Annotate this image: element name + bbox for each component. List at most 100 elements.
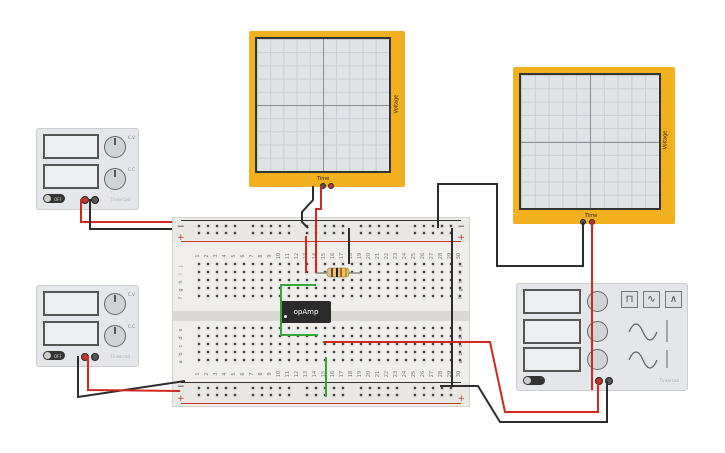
breadboard-hole[interactable] bbox=[368, 358, 372, 362]
breadboard-hole[interactable] bbox=[440, 334, 444, 338]
breadboard-hole[interactable] bbox=[386, 393, 390, 397]
negative-terminal[interactable] bbox=[91, 196, 99, 204]
breadboard-hole[interactable] bbox=[404, 294, 408, 298]
breadboard-hole[interactable] bbox=[305, 350, 309, 354]
breadboard-hole[interactable] bbox=[233, 262, 237, 266]
breadboard-hole[interactable] bbox=[233, 231, 237, 235]
breadboard-hole[interactable] bbox=[431, 350, 435, 354]
breadboard-hole[interactable] bbox=[449, 224, 453, 228]
breadboard-hole[interactable] bbox=[197, 231, 201, 235]
breadboard-hole[interactable] bbox=[278, 350, 282, 354]
breadboard-hole[interactable] bbox=[359, 270, 363, 274]
breadboard-hole[interactable] bbox=[215, 224, 219, 228]
breadboard-hole[interactable] bbox=[377, 342, 381, 346]
breadboard-hole[interactable] bbox=[422, 231, 426, 235]
breadboard-hole[interactable] bbox=[368, 350, 372, 354]
breadboard-hole[interactable] bbox=[341, 358, 345, 362]
breadboard-hole[interactable] bbox=[233, 286, 237, 290]
breadboard-hole[interactable] bbox=[422, 262, 426, 266]
breadboard-hole[interactable] bbox=[215, 358, 219, 362]
breadboard-hole[interactable] bbox=[233, 278, 237, 282]
breadboard-hole[interactable] bbox=[206, 294, 210, 298]
breadboard-hole[interactable] bbox=[296, 326, 300, 330]
breadboard-hole[interactable] bbox=[440, 294, 444, 298]
breadboard-hole[interactable] bbox=[377, 231, 381, 235]
breadboard-hole[interactable] bbox=[350, 334, 354, 338]
breadboard-hole[interactable] bbox=[278, 270, 282, 274]
breadboard-hole[interactable] bbox=[305, 342, 309, 346]
breadboard-hole[interactable] bbox=[278, 278, 282, 282]
breadboard-hole[interactable] bbox=[341, 342, 345, 346]
breadboard-hole[interactable] bbox=[359, 224, 363, 228]
breadboard-hole[interactable] bbox=[215, 231, 219, 235]
breadboard-hole[interactable] bbox=[260, 270, 264, 274]
breadboard-hole[interactable] bbox=[368, 326, 372, 330]
breadboard-hole[interactable] bbox=[458, 270, 462, 274]
breadboard-hole[interactable] bbox=[368, 224, 372, 228]
breadboard-hole[interactable] bbox=[278, 358, 282, 362]
breadboard-hole[interactable] bbox=[431, 270, 435, 274]
breadboard-hole[interactable] bbox=[305, 231, 309, 235]
breadboard-hole[interactable] bbox=[287, 350, 291, 354]
breadboard-hole[interactable] bbox=[323, 342, 327, 346]
breadboard-hole[interactable] bbox=[314, 294, 318, 298]
breadboard-hole[interactable] bbox=[404, 342, 408, 346]
breadboard-hole[interactable] bbox=[287, 278, 291, 282]
breadboard-hole[interactable] bbox=[224, 386, 228, 390]
breadboard-hole[interactable] bbox=[269, 224, 273, 228]
breadboard-hole[interactable] bbox=[413, 294, 417, 298]
breadboard-hole[interactable] bbox=[251, 342, 255, 346]
breadboard-hole[interactable] bbox=[422, 286, 426, 290]
breadboard-hole[interactable] bbox=[386, 326, 390, 330]
breadboard-hole[interactable] bbox=[215, 326, 219, 330]
breadboard-hole[interactable] bbox=[395, 342, 399, 346]
breadboard-hole[interactable] bbox=[260, 224, 264, 228]
breadboard-hole[interactable] bbox=[242, 286, 246, 290]
breadboard-hole[interactable] bbox=[395, 231, 399, 235]
breadboard-hole[interactable] bbox=[269, 342, 273, 346]
breadboard-hole[interactable] bbox=[269, 294, 273, 298]
breadboard-hole[interactable] bbox=[431, 262, 435, 266]
breadboard-hole[interactable] bbox=[332, 231, 336, 235]
breadboard-hole[interactable] bbox=[233, 294, 237, 298]
breadboard-hole[interactable] bbox=[269, 286, 273, 290]
breadboard-hole[interactable] bbox=[206, 334, 210, 338]
breadboard-hole[interactable] bbox=[422, 278, 426, 282]
breadboard-hole[interactable] bbox=[350, 358, 354, 362]
breadboard-hole[interactable] bbox=[242, 334, 246, 338]
breadboard-hole[interactable] bbox=[404, 350, 408, 354]
breadboard-hole[interactable] bbox=[251, 270, 255, 274]
breadboard-hole[interactable] bbox=[332, 386, 336, 390]
breadboard-hole[interactable] bbox=[341, 231, 345, 235]
breadboard-hole[interactable] bbox=[413, 386, 417, 390]
current-knob[interactable] bbox=[104, 168, 126, 190]
breadboard-hole[interactable] bbox=[332, 342, 336, 346]
breadboard-hole[interactable] bbox=[287, 286, 291, 290]
breadboard-hole[interactable] bbox=[386, 286, 390, 290]
breadboard-hole[interactable] bbox=[233, 224, 237, 228]
breadboard-hole[interactable] bbox=[431, 278, 435, 282]
breadboard-hole[interactable] bbox=[440, 262, 444, 266]
breadboard-hole[interactable] bbox=[251, 386, 255, 390]
breadboard-hole[interactable] bbox=[377, 334, 381, 338]
breadboard-hole[interactable] bbox=[260, 386, 264, 390]
breadboard-hole[interactable] bbox=[260, 334, 264, 338]
triangle-wave-button[interactable]: ∧ bbox=[665, 291, 682, 308]
breadboard-hole[interactable] bbox=[323, 294, 327, 298]
breadboard-hole[interactable] bbox=[413, 342, 417, 346]
breadboard-hole[interactable] bbox=[350, 294, 354, 298]
wire-red[interactable] bbox=[323, 341, 599, 413]
breadboard-hole[interactable] bbox=[233, 350, 237, 354]
breadboard-hole[interactable] bbox=[395, 326, 399, 330]
breadboard-hole[interactable] bbox=[422, 358, 426, 362]
breadboard-hole[interactable] bbox=[224, 326, 228, 330]
breadboard-hole[interactable] bbox=[458, 350, 462, 354]
breadboard-hole[interactable] bbox=[323, 224, 327, 228]
breadboard-hole[interactable] bbox=[395, 278, 399, 282]
breadboard-hole[interactable] bbox=[332, 224, 336, 228]
breadboard-hole[interactable] bbox=[251, 231, 255, 235]
breadboard-hole[interactable] bbox=[260, 294, 264, 298]
breadboard-hole[interactable] bbox=[296, 278, 300, 282]
breadboard-hole[interactable] bbox=[269, 386, 273, 390]
breadboard-hole[interactable] bbox=[260, 278, 264, 282]
